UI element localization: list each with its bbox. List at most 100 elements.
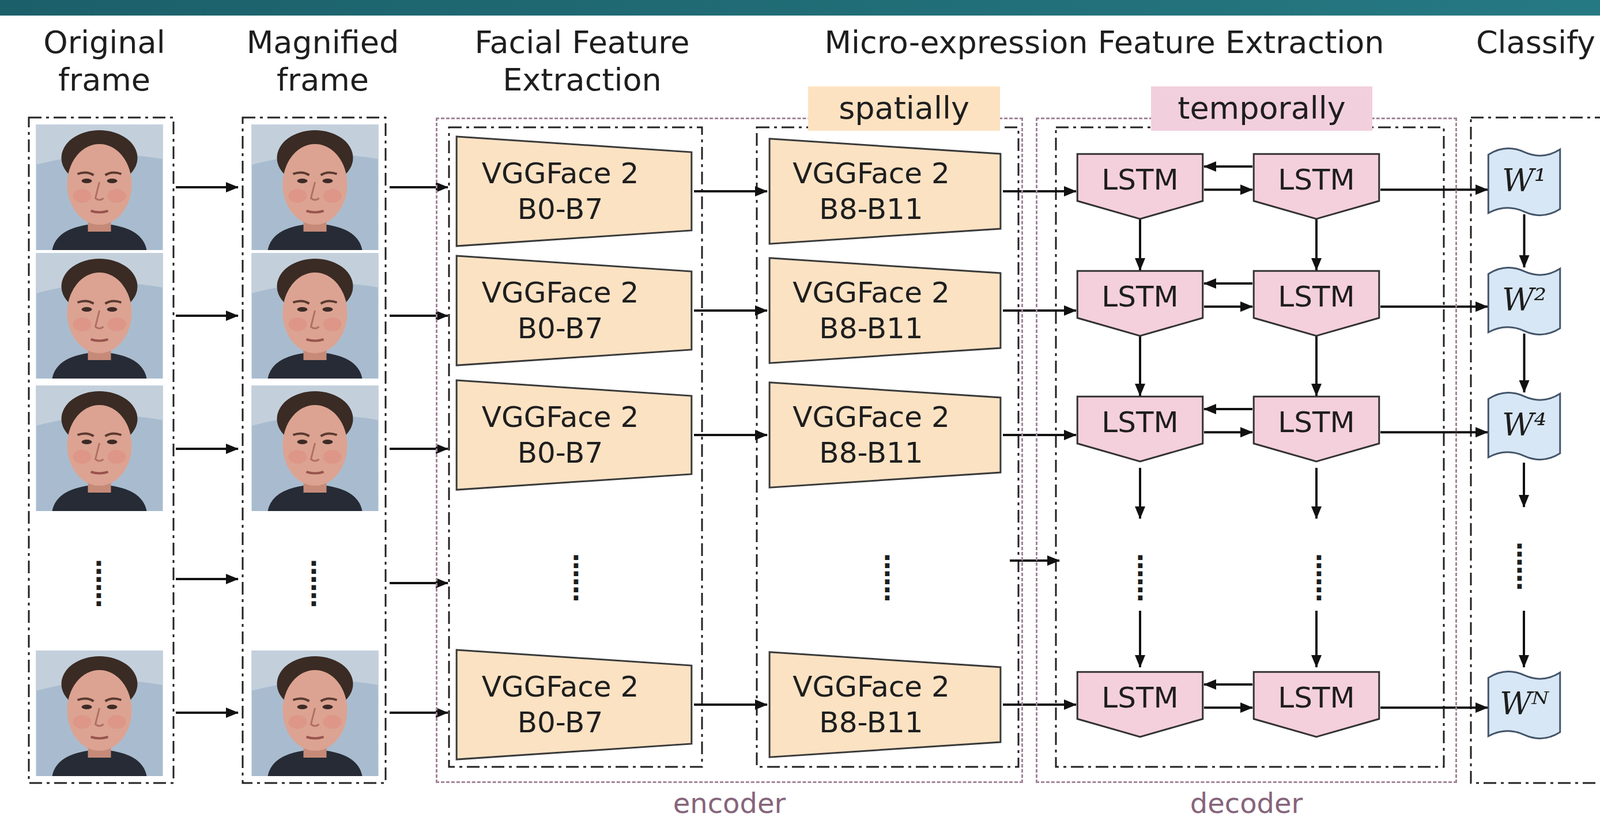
network-region: decodertemporallyLSTMLSTMLSTMLSTMLSTMLST… bbox=[1035, 117, 1458, 784]
flow-arrow bbox=[1138, 610, 1142, 668]
flow-arrow bbox=[175, 578, 239, 581]
ellipsis-dots: ...... bbox=[571, 547, 582, 596]
classifier-weight-outline-path bbox=[1488, 392, 1560, 460]
block-label: VGGFace 2 B0-B7 bbox=[469, 155, 652, 228]
flow-arrow bbox=[1315, 468, 1318, 519]
label-holder: ...... bbox=[1514, 536, 1526, 585]
ellipsis-dots: ...... bbox=[1314, 547, 1325, 596]
face-photo bbox=[36, 124, 164, 251]
cell-label: LSTM bbox=[1277, 162, 1355, 198]
cnn-block: VGGFace 2 B0-B7 bbox=[454, 648, 694, 761]
flow-arrow bbox=[1138, 468, 1142, 519]
lstm-cell: LSTM bbox=[1076, 671, 1205, 738]
lstm-cell: LSTM bbox=[1252, 270, 1381, 337]
connector-arrow bbox=[1523, 333, 1526, 393]
block-label: VGGFace 2 B8-B11 bbox=[780, 399, 962, 472]
lstm-cell-outline-path bbox=[1077, 153, 1203, 220]
connector-arrow bbox=[1204, 305, 1253, 308]
lstm-cell-outline-path bbox=[1077, 270, 1203, 337]
weight-label: W² bbox=[1502, 281, 1547, 320]
weight-label: Wᴺ bbox=[1499, 685, 1549, 724]
flow-arrow bbox=[175, 314, 239, 318]
lstm-cell-outline-path bbox=[1253, 153, 1380, 220]
connector-arrow bbox=[1204, 165, 1253, 168]
classifier-weight-outline-path bbox=[1488, 671, 1560, 739]
cell-label: LSTM bbox=[1101, 405, 1179, 440]
connector-arrow bbox=[1204, 188, 1253, 191]
cnn-block: VGGFace 2 B8-B11 bbox=[767, 137, 1003, 245]
cnn-block-outline-path bbox=[456, 380, 692, 490]
block-label: VGGFace 2 B8-B11 bbox=[780, 669, 962, 742]
ellipsis-dots: ...... bbox=[93, 553, 105, 602]
classifier-weight: W¹ bbox=[1487, 148, 1561, 215]
connector-arrow bbox=[1315, 336, 1318, 396]
flow-arrow bbox=[1522, 462, 1526, 508]
column-frame bbox=[242, 117, 386, 784]
cnn-block-outline-path bbox=[769, 652, 1001, 758]
label-holder: ...... bbox=[882, 547, 893, 596]
flow-arrow bbox=[175, 186, 239, 189]
ellipsis-dots: ...... bbox=[308, 553, 320, 602]
flow-arrow bbox=[1315, 610, 1318, 668]
column-frame bbox=[1055, 127, 1444, 768]
cnn-block: VGGFace 2 B0-B7 bbox=[454, 135, 694, 248]
cell-label: LSTM bbox=[1101, 279, 1179, 315]
flow-arrow bbox=[389, 711, 448, 715]
lstm-cell-outline-path bbox=[1077, 672, 1203, 738]
ellipsis-dots: ...... bbox=[1514, 536, 1526, 585]
connector-arrow bbox=[1380, 431, 1488, 434]
ellipsis-dots: ...... bbox=[882, 547, 893, 596]
lstm-cell: LSTM bbox=[1252, 671, 1381, 738]
classifier-weight: Wᴺ bbox=[1487, 671, 1561, 738]
column-frame bbox=[448, 127, 703, 768]
connector-arrow bbox=[1315, 219, 1318, 271]
connector-arrow bbox=[693, 434, 768, 437]
label-holder: Micro-expression Feature Extraction bbox=[787, 24, 1422, 62]
label-holder: ...... bbox=[1314, 547, 1325, 596]
region-caption: decoder bbox=[1037, 788, 1456, 820]
lstm-cell-outline-path bbox=[1253, 270, 1380, 337]
connector-arrow bbox=[1204, 683, 1253, 686]
lstm-cell: LSTM bbox=[1076, 270, 1205, 337]
cnn-block-outline-path bbox=[456, 650, 692, 760]
cnn-block-outline-path bbox=[769, 138, 1001, 244]
connector-arrow bbox=[1002, 703, 1077, 707]
connector-arrow bbox=[1380, 305, 1488, 308]
label-holder: ...... bbox=[1135, 547, 1146, 596]
classifier-weight: W⁴ bbox=[1487, 392, 1561, 459]
lstm-cell: LSTM bbox=[1076, 153, 1205, 220]
region-caption: encoder bbox=[437, 788, 1022, 820]
label-holder: Original frame bbox=[20, 24, 188, 100]
block-label: VGGFace 2 B0-B7 bbox=[469, 274, 652, 347]
block-label: VGGFace 2 B0-B7 bbox=[469, 399, 652, 472]
classifier-weight: W² bbox=[1487, 267, 1561, 334]
cnn-block-outline bbox=[767, 257, 1003, 365]
flow-arrow bbox=[175, 447, 239, 451]
cnn-block-outline bbox=[454, 254, 694, 367]
connector-arrow bbox=[1204, 706, 1253, 709]
cnn-block: VGGFace 2 B8-B11 bbox=[767, 257, 1003, 365]
stage-label: temporally bbox=[1177, 90, 1346, 127]
cell-label: LSTM bbox=[1101, 680, 1179, 716]
connector-arrow bbox=[693, 309, 768, 312]
cnn-block-outline bbox=[454, 135, 694, 248]
classifier-weight-outline-path bbox=[1488, 267, 1560, 335]
face-photo bbox=[251, 124, 379, 251]
connector-arrow bbox=[1380, 188, 1488, 191]
cnn-block-outline bbox=[454, 648, 694, 761]
connector-arrow bbox=[1002, 434, 1077, 437]
connector-arrow bbox=[693, 190, 768, 193]
column-heading: Original frame bbox=[20, 24, 188, 100]
stage-tag: temporally bbox=[1151, 86, 1373, 131]
cnn-block-outline-path bbox=[456, 136, 692, 247]
column-heading: Facial Feature Extraction bbox=[455, 24, 709, 100]
face-photo bbox=[251, 385, 379, 512]
label-holder: ...... bbox=[93, 553, 105, 602]
cnn-block-outline-path bbox=[456, 255, 692, 366]
weight-label: W⁴ bbox=[1502, 406, 1547, 445]
cnn-block-outline-path bbox=[769, 382, 1001, 488]
cnn-block: VGGFace 2 B0-B7 bbox=[454, 379, 694, 492]
label-holder: Classify bbox=[1463, 24, 1596, 62]
flow-arrow bbox=[175, 711, 239, 715]
